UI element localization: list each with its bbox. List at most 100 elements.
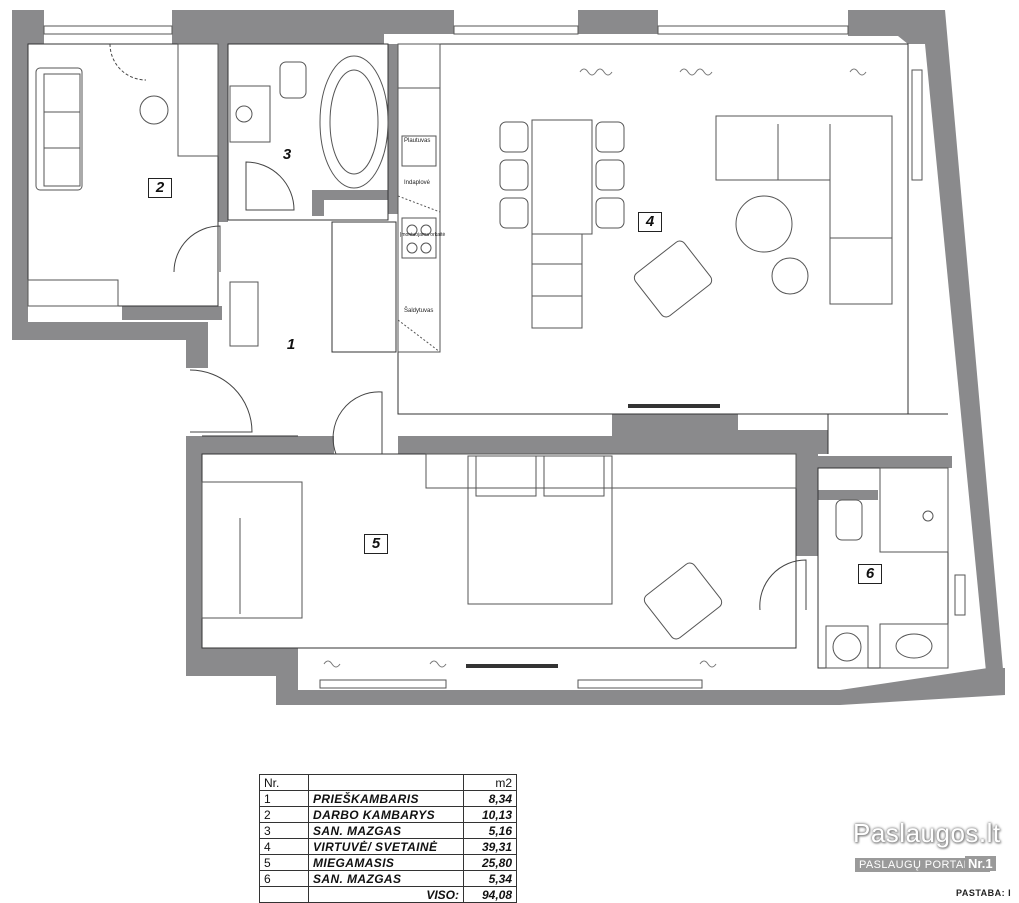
row-nr: 5 (259, 854, 309, 871)
door-swings (109, 43, 807, 611)
wall-top-right (848, 10, 945, 44)
wall-bottom (276, 668, 1005, 705)
row-name: VIRTUVĖ/ SVETAINĖ (308, 838, 464, 855)
room-label-3: 3 (282, 146, 292, 163)
door-bedroom (332, 391, 383, 455)
bathtub-room3 (319, 55, 389, 189)
watermark-subtitle: PASLAUGŲ PORTALAS (855, 858, 990, 872)
radiator-bedroom (466, 664, 558, 668)
oven (401, 217, 437, 259)
row-area: 10,13 (463, 806, 517, 823)
window-bottom-1 (319, 679, 447, 689)
row-nr: 6 (259, 870, 309, 887)
window-top-3 (657, 25, 849, 35)
table-row: 4 VIRTUVĖ/ SVETAINĖ 39,31 (259, 838, 517, 855)
sofa-living (715, 115, 893, 305)
wall-left-corner (186, 340, 208, 368)
wall-room2-right (218, 44, 228, 222)
wall-bath-bottom (312, 190, 398, 200)
fixture-label-oven: Įmontuojama orkaitė (400, 232, 446, 238)
wall-bath6-left (796, 446, 818, 556)
room-label-1: 1 (286, 336, 296, 353)
walls (12, 10, 1005, 705)
armchair-bedroom (643, 562, 723, 640)
watermark: Paslaugos.lt PASLAUGŲ PORTALAS Nr.1 (853, 818, 1000, 878)
window-bottom-2 (577, 679, 703, 689)
table-row: 3 SAN. MAZGAS 5,16 (259, 822, 517, 839)
inner-outlines (27, 43, 949, 669)
armchair-living (633, 240, 713, 318)
fixture-label-dishwasher: Indaplovė (404, 180, 431, 186)
row-area: 5,34 (463, 870, 517, 887)
door-bath3 (245, 161, 295, 211)
window-right-1 (911, 69, 923, 181)
room-label-4: 4 (638, 212, 662, 232)
radiator-living (628, 404, 720, 408)
dining-table (531, 119, 593, 235)
row-area: 8,34 (463, 790, 517, 807)
desk-room2 (177, 43, 219, 157)
row-nr: 2 (259, 806, 309, 823)
cabinet-room2 (27, 279, 119, 307)
wall-left-lower-stub (12, 322, 208, 340)
kitchen-sink (401, 135, 437, 167)
wall-room2-bottom (122, 306, 222, 320)
row-name: SAN. MAZGAS (308, 822, 464, 839)
window-top-2 (453, 25, 579, 35)
door-room2 (173, 225, 221, 273)
row-name: DARBO KAMBARYS (308, 806, 464, 823)
chair-room2 (139, 95, 169, 125)
watermark-badge: Nr.1 (965, 856, 996, 871)
windows (43, 25, 966, 689)
table-header: Nr. m2 (259, 774, 517, 791)
wall-left-upper (12, 10, 28, 340)
window-right-2 (954, 574, 966, 616)
row-nr: 1 (259, 790, 309, 807)
room-label-2: 2 (148, 178, 172, 198)
wall-bedroom-bottomleft (186, 648, 298, 676)
curtains (323, 68, 867, 668)
door-entrance (189, 369, 253, 433)
wall-right-diagonal (925, 10, 1005, 692)
window-top-1 (43, 25, 173, 35)
wall-bath-right (388, 44, 398, 214)
sofa-room2 (35, 67, 83, 191)
table-row: 6 SAN. MAZGAS 5,34 (259, 870, 517, 887)
radiators (466, 404, 720, 668)
door-top-left (109, 43, 147, 81)
wall-bath6-inner (818, 490, 878, 500)
watermark-title: Paslaugos.lt (853, 818, 1001, 848)
header-unit: m2 (463, 774, 517, 791)
closet-bedroom (201, 481, 303, 619)
wardrobe-bedroom (425, 453, 797, 489)
total-area: 94,08 (463, 886, 517, 903)
header-nr: Nr. (259, 774, 309, 791)
wall-bedroom-left (186, 436, 202, 676)
wall-bedroom-left-top (186, 436, 334, 454)
row-name: MIEGAMASIS (308, 854, 464, 871)
note-text: PASTABA: I (956, 888, 1012, 898)
room-label-6: 6 (858, 564, 882, 584)
row-area: 39,31 (463, 838, 517, 855)
wall-bath-bottom2 (312, 200, 324, 216)
room-label-5: 5 (364, 534, 388, 554)
total-label: VISO: (308, 886, 464, 903)
furniture (27, 43, 949, 669)
fixture-label-fridge: Šaldytuvas (404, 308, 434, 314)
wall-top-mid-1 (172, 10, 384, 44)
table-row: 2 DARBO KAMBARYS 10,13 (259, 806, 517, 823)
table-row: 5 MIEGAMASIS 25,80 (259, 854, 517, 871)
wall-top-mid-2 (382, 10, 454, 34)
wall-bath6-top (818, 456, 952, 468)
basin-room6 (879, 623, 949, 669)
washer-room6 (825, 625, 869, 669)
row-nr: 3 (259, 822, 309, 839)
door-bath6 (759, 559, 807, 611)
wc-room3 (279, 61, 307, 99)
table-total-row: VISO: 94,08 (259, 886, 517, 903)
bed (467, 455, 613, 605)
basin-room3 (229, 85, 271, 143)
island (531, 233, 583, 329)
coffee-table-small (771, 257, 809, 295)
